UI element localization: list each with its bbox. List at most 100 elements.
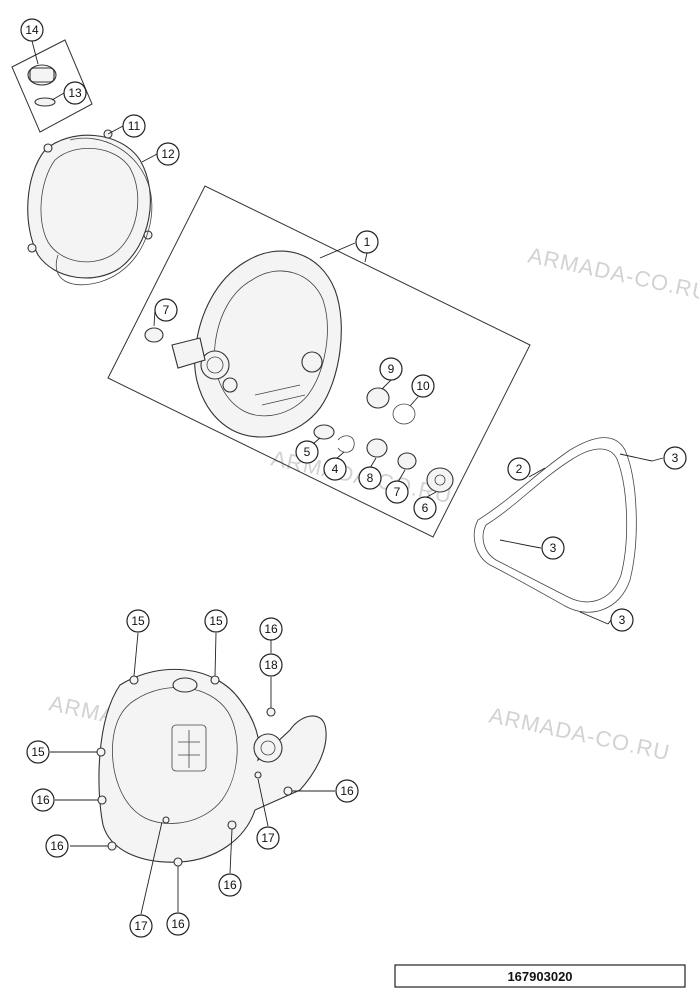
svg-text:3: 3 [550, 541, 557, 555]
diagram-code-box: 167903020 [394, 964, 686, 988]
bearing-6 [426, 467, 454, 493]
shaft-seal-seat [222, 377, 238, 393]
brand-emblem [171, 724, 207, 772]
svg-text:16: 16 [171, 917, 185, 931]
bolt [97, 795, 107, 805]
callout-6: 6 [413, 496, 437, 520]
svg-text:12: 12 [161, 147, 175, 161]
svg-text:6: 6 [422, 501, 429, 515]
cover-clutch-dome [112, 687, 238, 824]
svg-text:10: 10 [416, 379, 430, 393]
callout-16-right: 16 [335, 779, 359, 803]
coolant-outlet [171, 337, 206, 369]
callout-15-right-top: 15 [204, 609, 228, 633]
watermark: ARMADA-CO.RU [526, 242, 699, 305]
callout-7-bottom: 7 [385, 480, 409, 504]
callout-11: 11 [122, 114, 146, 138]
svg-text:2: 2 [516, 462, 523, 476]
svg-text:16: 16 [50, 839, 64, 853]
svg-text:8: 8 [367, 471, 374, 485]
callout-17-left: 17 [129, 914, 153, 938]
circlip-4 [337, 435, 355, 453]
gasket-outline [473, 437, 637, 613]
washer [162, 816, 170, 824]
water-pump-bore [206, 356, 224, 374]
svg-text:16: 16 [223, 878, 237, 892]
snap-ring-8 [366, 438, 388, 458]
filler-plug [172, 677, 198, 693]
inner-clutch-cover [171, 250, 342, 438]
cap-frame [11, 39, 93, 133]
inner-cover-shell [194, 250, 342, 438]
bearing-6-bore [434, 474, 446, 486]
assembled-clutch-cover [96, 668, 327, 867]
callout-14: 14 [20, 18, 44, 42]
callout-17-right: 17 [256, 826, 280, 850]
svg-text:7: 7 [394, 485, 401, 499]
callout-16-bottom-right: 16 [218, 873, 242, 897]
callout-12: 12 [156, 142, 180, 166]
gasket-inner [482, 448, 628, 603]
callout-3-middle: 3 [541, 536, 565, 560]
svg-text:18: 18 [264, 658, 278, 672]
outer-cover-rim [40, 148, 139, 263]
svg-text:1: 1 [364, 235, 371, 249]
dowel-pin [579, 611, 609, 625]
callout-10: 10 [411, 374, 435, 398]
callout-2: 2 [507, 457, 531, 481]
outer-cover-shell [27, 134, 151, 279]
inspection-cap-body [29, 67, 55, 83]
callout-18: 18 [259, 653, 283, 677]
callout-15-left-top: 15 [126, 609, 150, 633]
callout-15-left: 15 [26, 740, 50, 764]
washer [254, 771, 262, 779]
svg-text:17: 17 [261, 831, 275, 845]
cover-gasket-ring [55, 137, 153, 286]
svg-text:16: 16 [340, 784, 354, 798]
cover-gasket [473, 437, 653, 625]
bolt [107, 841, 117, 851]
diagram-code: 167903020 [507, 969, 572, 984]
watermark: ARMADA-CO.RU [487, 702, 673, 765]
water-pump-cover [253, 733, 283, 763]
callout-8: 8 [358, 466, 382, 490]
svg-text:11: 11 [128, 119, 141, 133]
callout-4: 4 [323, 457, 347, 481]
bolt [266, 707, 276, 717]
brand-emblem-mark [178, 730, 200, 768]
svg-text:15: 15 [209, 614, 223, 628]
dowel-pin [619, 453, 653, 462]
svg-text:14: 14 [25, 23, 39, 37]
bolt [227, 820, 237, 830]
leader-lines [31, 40, 664, 915]
water-pump-housing [200, 350, 230, 380]
svg-text:17: 17 [134, 919, 148, 933]
bolt [173, 857, 183, 867]
assembly-frame [107, 185, 531, 538]
bearing-seat [301, 351, 323, 373]
bolt [283, 786, 293, 796]
bolt [210, 675, 220, 685]
callout-16-bottom: 16 [166, 912, 190, 936]
svg-text:16: 16 [36, 793, 50, 807]
bearing-9 [366, 387, 390, 409]
callout-1: 1 [355, 230, 379, 254]
cover-lug [27, 243, 37, 253]
svg-text:7: 7 [163, 303, 170, 317]
callout-9: 9 [379, 357, 403, 381]
water-pump-center [260, 740, 276, 756]
svg-text:15: 15 [31, 745, 45, 759]
svg-text:16: 16 [264, 622, 278, 636]
svg-text:3: 3 [619, 613, 626, 627]
callout-3-bottom: 3 [610, 608, 634, 632]
callout-3-right: 3 [663, 446, 687, 470]
callout-16-top: 16 [259, 617, 283, 641]
shaft-seal [144, 327, 164, 343]
callout-13: 13 [63, 81, 87, 105]
svg-text:15: 15 [131, 614, 145, 628]
inspection-cap-group [11, 39, 93, 133]
dowel-pin [499, 539, 531, 547]
callout-16-left-upper: 16 [31, 788, 55, 812]
